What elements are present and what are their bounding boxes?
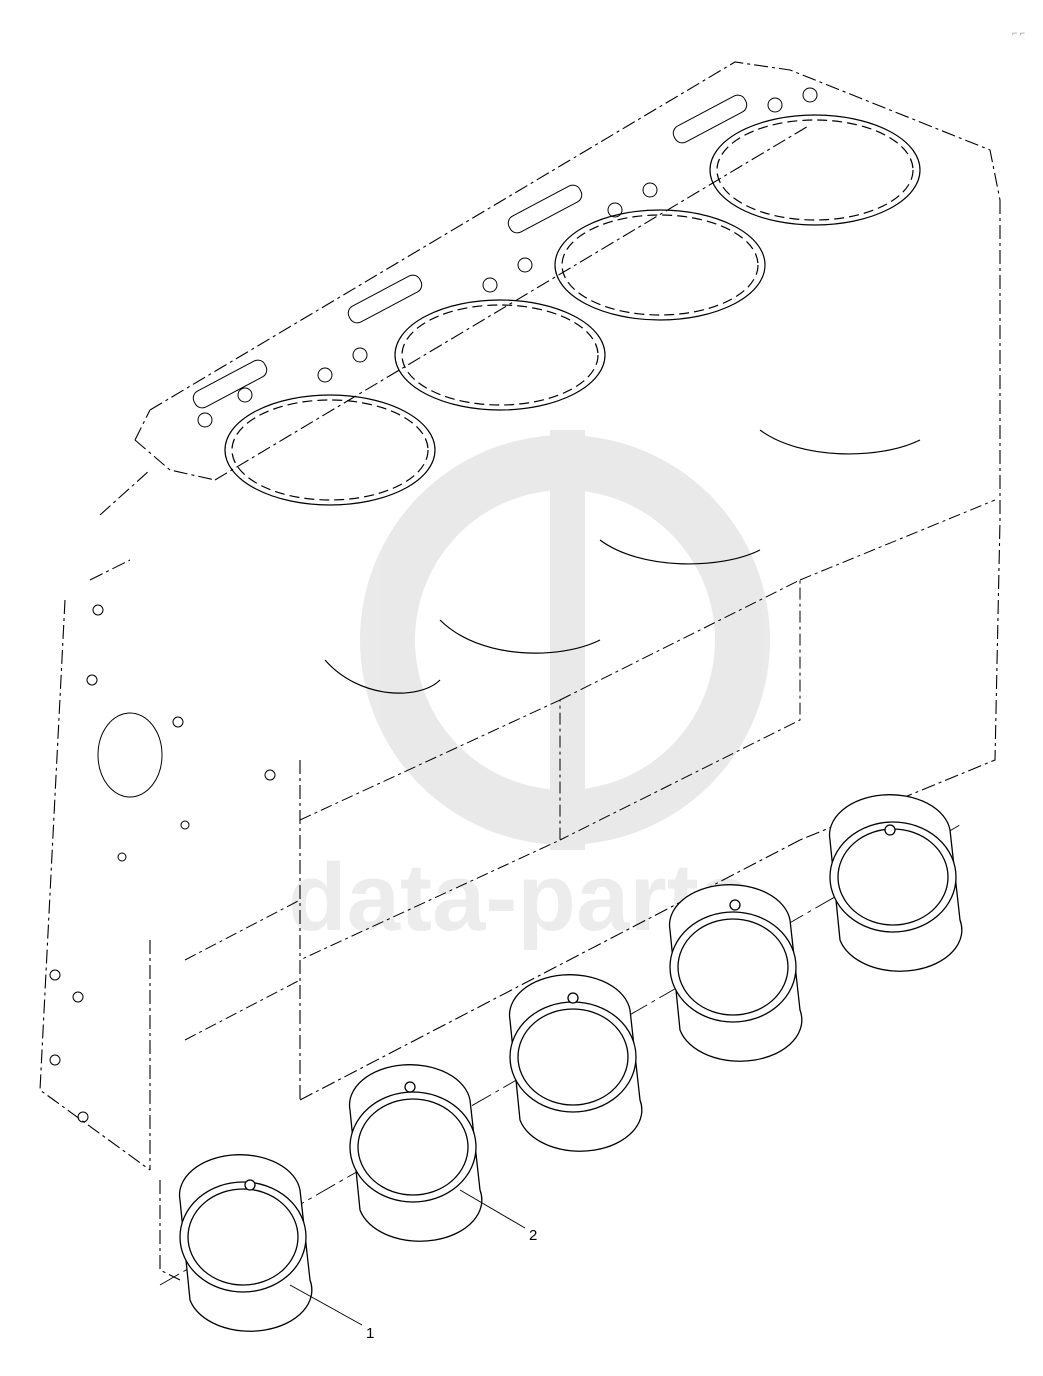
crankcase-webs (184, 499, 996, 1041)
main-bearing (508, 974, 643, 1152)
cylinder-bores (224, 114, 921, 694)
callout-2: 2 (459, 1189, 537, 1244)
watermark-logo (360, 430, 770, 850)
callout-label-1: 1 (366, 1325, 374, 1342)
engine-block-outline (39, 61, 1001, 1281)
main-bearing (828, 794, 963, 972)
main-bearing (348, 1064, 483, 1242)
deck-holes (197, 87, 818, 428)
callout-1: 1 (289, 1284, 374, 1342)
main-bearing (668, 884, 803, 1062)
front-plate-holes (49, 604, 276, 1123)
corner-mark: ⌐ ⌐ (1012, 28, 1025, 38)
deck-slots (192, 94, 748, 409)
callout-label-2: 2 (529, 1227, 537, 1244)
main-bearing (178, 1154, 313, 1332)
